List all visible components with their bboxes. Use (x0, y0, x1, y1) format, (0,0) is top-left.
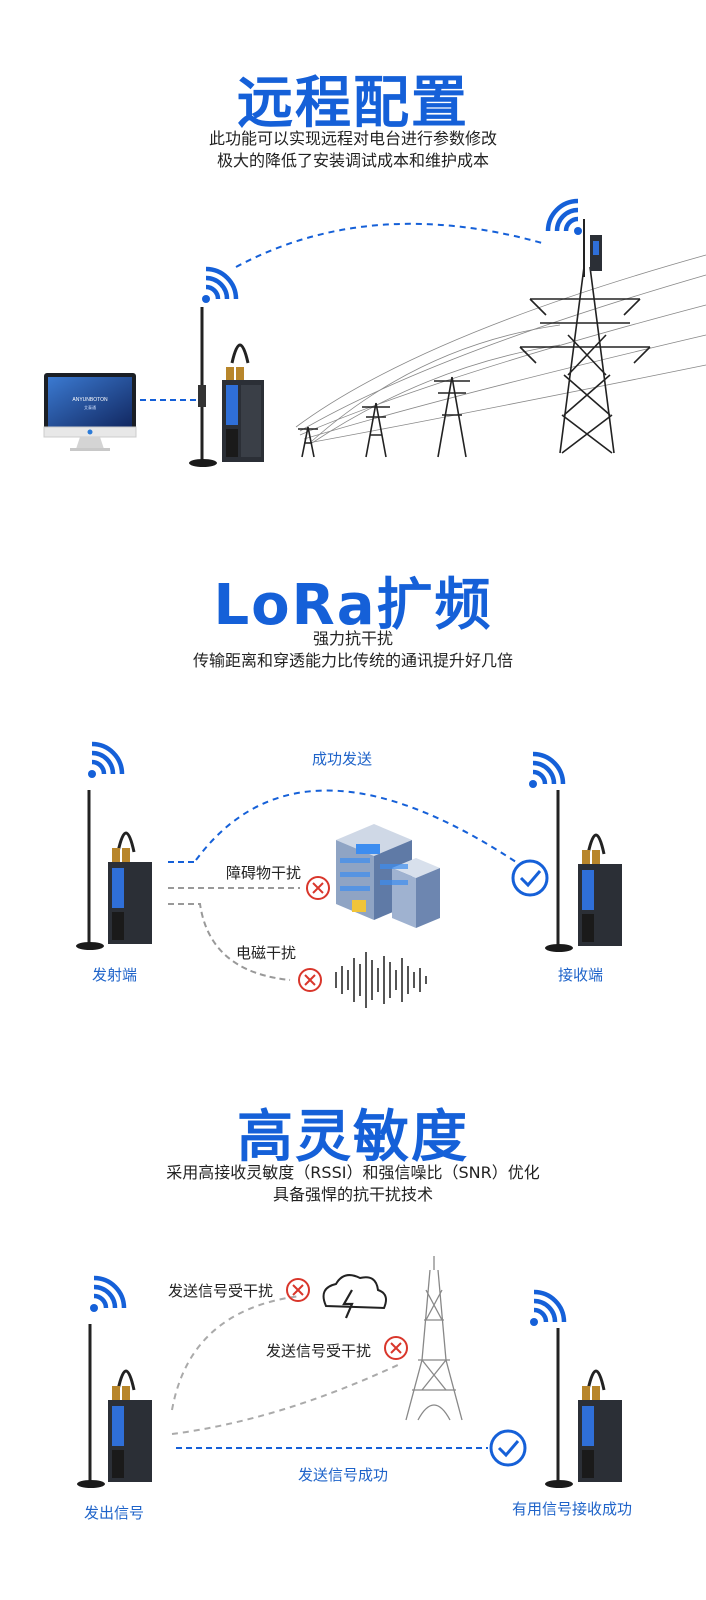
sender-label: 发出信号 (84, 1504, 145, 1522)
section1-subtitle-2: 极大的降低了安装调试成本和维护成本 (216, 151, 489, 170)
receiver-device-icon (545, 790, 622, 952)
sender-device-icon (77, 1324, 152, 1488)
check-icon (511, 859, 549, 897)
pylon-large-icon (519, 266, 651, 454)
wifi-icon (529, 751, 566, 788)
tower-landmark-icon (405, 1256, 463, 1421)
receiver-label: 有用信号接收成功 (512, 1500, 633, 1518)
wifi-icon (545, 198, 582, 235)
monitor-brand: ANYUNBOTON (72, 397, 108, 403)
storm-cloud-icon (322, 1274, 387, 1319)
receiver-device-icon (545, 1328, 622, 1488)
section3-subtitle-1: 采用高接收灵敏度（RSSI）和强信噪比（SNR）优化 (166, 1163, 540, 1182)
section3-title: 高灵敏度 (237, 1105, 469, 1170)
error-icon (298, 968, 322, 992)
sender-device-icon (76, 790, 152, 950)
interference-label-1: 发送信号受干扰 (168, 1282, 274, 1300)
sound-wave-icon (335, 952, 427, 1008)
section1-title: 远程配置 (237, 71, 469, 136)
pylon-small-icon (298, 376, 470, 458)
building-icon (336, 824, 440, 928)
wifi-icon (202, 266, 239, 303)
section1-subtitle-1: 此功能可以实现远程对电台进行参数修改 (208, 129, 497, 148)
error-icon (286, 1278, 310, 1302)
error-icon (384, 1336, 408, 1360)
remote-config-illustration: ANYUNBOTON 艾泰通 (43, 198, 706, 467)
radio-device-icon (222, 343, 264, 462)
success-label: 发送信号成功 (298, 1466, 389, 1484)
monitor-brand-sub: 艾泰通 (84, 404, 96, 410)
sensitivity-illustration (77, 1256, 622, 1488)
receiver-label: 接收端 (558, 966, 604, 984)
sender-label: 发射端 (92, 966, 138, 984)
section2-subtitle-2: 传输距离和穿透能力比传统的通讯提升好几倍 (192, 651, 513, 670)
success-label: 成功发送 (312, 750, 373, 768)
monitor-icon (43, 373, 137, 451)
wifi-icon (90, 1275, 127, 1312)
check-icon (489, 1429, 527, 1467)
error-icon (306, 876, 330, 900)
em-interference-label: 电磁干扰 (236, 944, 297, 962)
antenna-icon (189, 307, 217, 467)
obstacle-label: 障碍物干扰 (226, 864, 302, 882)
section2-title: LoRa扩频 (213, 573, 493, 638)
lora-illustration (76, 741, 622, 1008)
wifi-icon (88, 741, 125, 778)
section2-subtitle-1: 强力抗干扰 (312, 629, 393, 648)
power-lines (295, 254, 706, 444)
interference-label-2: 发送信号受干扰 (266, 1342, 372, 1360)
wifi-icon (530, 1289, 567, 1326)
section3-subtitle-2: 具备强悍的抗干扰技术 (272, 1185, 433, 1204)
